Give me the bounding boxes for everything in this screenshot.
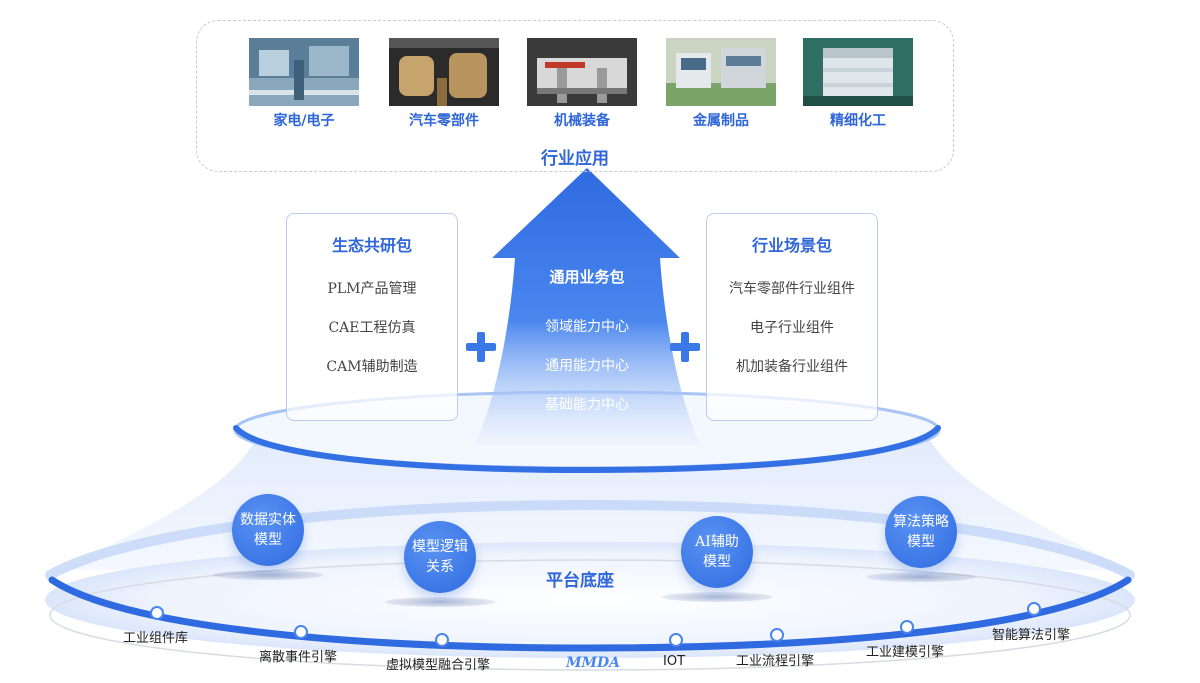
general-pack-item: 领域能力中心	[545, 319, 629, 335]
eco-pack-item: PLM产品管理	[327, 281, 417, 297]
general-pack-title: 通用业务包	[549, 268, 625, 286]
engine-label-iot: IOT	[663, 654, 686, 669]
industry-image-auto-parts	[389, 38, 499, 106]
engine-label-industrial-process: 工业流程引擎	[736, 654, 815, 669]
industry-image-machinery	[527, 38, 637, 106]
platform-outline	[49, 559, 1131, 671]
scene-pack-item: 电子行业组件	[750, 320, 834, 336]
model-bubble-line: 数据实体	[240, 512, 296, 528]
general-pack-item: 基础能力中心	[545, 397, 629, 413]
model-bubble-line: 模型	[254, 532, 282, 548]
platform-back-ring	[45, 499, 1135, 580]
model-bubble-data-entity: 数据实体模型	[232, 494, 304, 566]
engine-node-dot	[294, 625, 308, 639]
industry-label-auto-parts: 汽车零部件	[409, 113, 479, 129]
engine-node-dot	[770, 628, 784, 642]
general-pack-item: 通用能力中心	[545, 358, 629, 374]
model-bubble-line: 模型	[702, 554, 731, 570]
engine-label-component-library: 工业组件库	[123, 631, 189, 646]
scene-pack-card: 行业场景包 汽车零部件行业组件 电子行业组件 机加装备行业组件	[706, 213, 878, 421]
eco-pack-item: CAM辅助制造	[326, 359, 418, 375]
industry-label-metal: 金属制品	[693, 113, 749, 129]
model-bubble-algorithm-strategy: 算法策略模型	[885, 496, 957, 568]
industry-image-metal	[666, 38, 776, 106]
bubble-shadow	[213, 570, 323, 580]
engine-label-industrial-modeling: 工业建模引擎	[866, 645, 945, 660]
bubble-shadow	[385, 597, 495, 607]
engine-label-discrete-event: 离散事件引擎	[259, 650, 338, 665]
scene-pack-item: 机加装备行业组件	[736, 359, 848, 375]
industry-application-box	[196, 20, 954, 172]
model-bubble-ai-assist: AI辅助模型	[681, 516, 753, 588]
industry-label-machinery: 机械装备	[554, 113, 610, 129]
platform-title: 平台底座	[546, 571, 614, 591]
industry-image-chemical	[803, 38, 913, 106]
model-bubble-line: 算法策略	[893, 514, 949, 530]
engine-node-dot	[669, 633, 683, 647]
bubble-shadow	[866, 572, 976, 582]
industry-application-title: 行业应用	[541, 149, 609, 169]
industry-image-appliance	[249, 38, 359, 106]
eco-pack-item: CAE工程仿真	[328, 320, 416, 336]
plus-icon	[466, 332, 496, 362]
engine-node-dot	[1027, 602, 1041, 616]
platform-disc	[45, 542, 1135, 658]
model-bubble-line: 模型	[907, 534, 935, 550]
industry-label-chemical: 精细化工	[830, 113, 886, 129]
engine-node-dot	[435, 633, 449, 647]
model-bubble-line: 模型逻辑	[412, 539, 468, 555]
engine-node-dot	[900, 620, 914, 634]
engine-label-mmda: MMDA	[566, 655, 620, 671]
eco-pack-card: 生态共研包 PLM产品管理 CAE工程仿真 CAM辅助制造	[286, 213, 458, 421]
scene-pack-item: 汽车零部件行业组件	[729, 281, 855, 297]
plus-icon	[670, 332, 700, 362]
model-bubble-logic-relation: 模型逻辑关系	[404, 521, 476, 593]
model-bubble-line: 关系	[426, 559, 454, 575]
bubble-shadow	[662, 592, 772, 602]
scene-pack-title: 行业场景包	[751, 236, 832, 255]
engine-label-virtual-model-fusion: 虚拟模型融合引擎	[386, 658, 491, 673]
industry-label-appliance: 家电/电子	[273, 113, 335, 129]
model-bubble-line: AI辅助	[695, 534, 739, 550]
engine-node-dot	[150, 606, 164, 620]
eco-pack-title: 生态共研包	[331, 236, 412, 255]
engine-label-intelligent-algorithm: 智能算法引擎	[992, 628, 1071, 643]
upper-ring-front	[233, 425, 941, 474]
center-arrow	[475, 168, 700, 445]
